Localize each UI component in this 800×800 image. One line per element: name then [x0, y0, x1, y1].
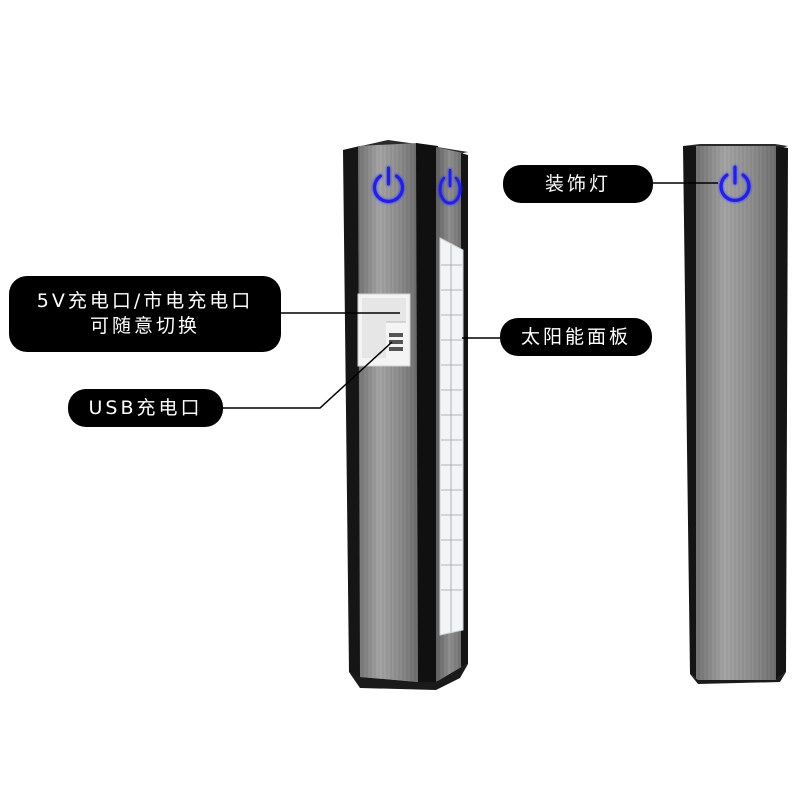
callout-decor-light: 装饰灯	[503, 165, 653, 203]
callout-charge-port-line1: 5V充电口/市电充电口	[36, 290, 254, 312]
power-icon	[719, 165, 751, 202]
pillar-right	[683, 144, 788, 684]
power-icon	[373, 166, 404, 203]
callout-decor-light-label: 装饰灯	[544, 172, 611, 195]
callout-usb-label: USB充电口	[88, 396, 203, 419]
callout-charge-port: 5V充电口/市电充电口 可随意切换	[9, 276, 281, 352]
callout-solar-panel-label: 太阳能面板	[520, 325, 631, 348]
charging-port-panel	[357, 293, 411, 367]
callout-charge-port-line2: 可随意切换	[89, 315, 200, 337]
usb-port	[389, 333, 403, 351]
power-icon	[438, 168, 462, 205]
callout-solar-panel: 太阳能面板	[500, 318, 652, 356]
solar-panel-icon	[439, 237, 464, 636]
callout-usb: USB充电口	[68, 389, 223, 427]
leader-line-usb	[222, 341, 393, 409]
